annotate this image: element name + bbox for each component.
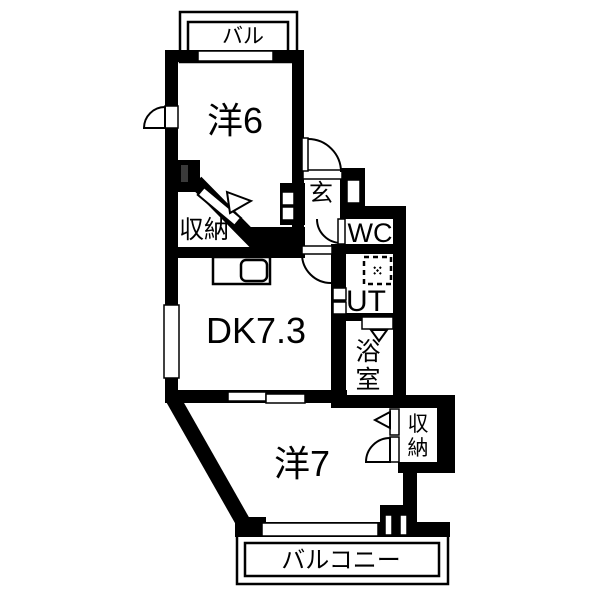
wall-bath-bottom <box>331 395 406 408</box>
wc-door-leaf <box>337 218 346 245</box>
sliding-door-dk-west7-panel1 <box>227 391 267 402</box>
sliding-door-west6-panel1 <box>281 191 295 206</box>
bath-door-gap <box>361 316 394 330</box>
room-label-west7: 洋7 <box>274 443 330 484</box>
storagebtm-door-leaf1 <box>389 408 400 436</box>
door-gap-west6-left <box>164 105 179 129</box>
room-label-wc: WC <box>348 218 393 248</box>
room-label-entrance: 玄 <box>309 180 333 207</box>
window-west6-top <box>197 50 274 62</box>
entrance-step-agarikamachi <box>302 169 343 180</box>
window-slit-2 <box>399 514 408 536</box>
entrance-door-leaf <box>301 137 309 172</box>
door-swing-west6-left-icon <box>142 105 166 129</box>
wall-right <box>393 206 406 408</box>
wall-west6-right <box>292 50 304 172</box>
wall-wc-top <box>340 206 406 219</box>
wall-storagebtm-bottom <box>398 462 455 473</box>
doors <box>142 105 400 463</box>
door-ut-panel1 <box>332 287 347 301</box>
wall-hall-bottom <box>331 244 406 254</box>
window-slit-1 <box>384 514 393 536</box>
storagebtm-door-leaf2 <box>389 436 400 463</box>
sliding-door-west6-panel2 <box>281 206 295 221</box>
wall-right-lower-column <box>403 473 417 515</box>
washer-pan-cross-2 <box>373 266 382 275</box>
entrance-shoe-cabinet <box>346 179 361 204</box>
door-ut-panel2 <box>332 301 347 315</box>
room-label-west6: 洋6 <box>207 100 263 141</box>
room-label-storage-bottom: 収納 <box>408 413 429 460</box>
storagebtm-door-arrow-icon <box>372 410 391 430</box>
wall-storagetop-bottom <box>165 247 250 258</box>
sliding-door-dk-west7-panel2 <box>265 393 306 404</box>
closet-door-leaf-diagonal <box>196 185 243 228</box>
room-label-ut: UT <box>346 285 386 318</box>
bath-folding-door-icon <box>369 329 389 343</box>
entrance-door-swing-icon <box>307 138 342 173</box>
room-label-balcony-bottom: バルコニー <box>281 547 401 574</box>
room-labels: バル 洋6 玄 WC 収納 UT DK7.3 浴室 収納 洋7 バルコニー <box>179 25 429 574</box>
room-label-dk: DK7.3 <box>206 310 306 351</box>
wc-door-swing-icon <box>316 218 342 244</box>
dk-door-leaf <box>301 245 333 255</box>
wall-storagebtm-right <box>437 395 455 473</box>
storagebtm-door-swing-icon <box>364 436 391 463</box>
fixtures <box>211 255 393 286</box>
washer-pan-icon <box>362 255 393 286</box>
dk-door-swing-icon <box>301 253 332 284</box>
wall-closet-slit <box>181 165 188 182</box>
closet-door-arrow-icon <box>225 190 254 215</box>
room-label-balcony-top: バル <box>222 25 264 48</box>
room-label-bath: 浴室 <box>355 338 380 394</box>
window-west7-bottom <box>261 522 379 537</box>
wall-west7-diagonal <box>165 393 254 533</box>
balcony-bottom-inner-rail <box>243 541 441 578</box>
kitchen-sink-icon <box>239 258 269 283</box>
room-label-storage-top: 収納 <box>179 216 229 244</box>
windows-and-openings <box>163 50 408 537</box>
window-dk-left <box>163 304 180 379</box>
